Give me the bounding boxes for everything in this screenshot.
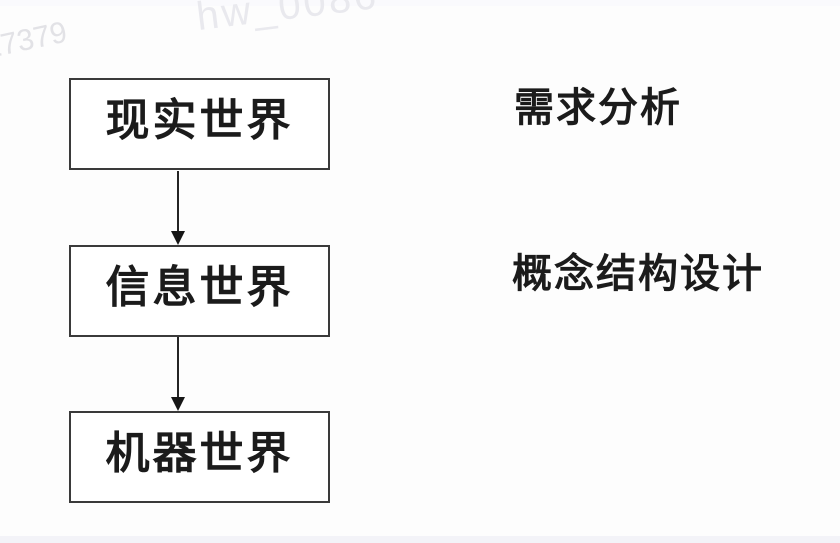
arrow-down-icon <box>170 337 186 411</box>
flow-box-real-world: 现实世界 <box>69 78 330 170</box>
arrow-down-icon <box>170 171 186 245</box>
flow-box-machine-world: 机器世界 <box>69 411 330 503</box>
flow-box-information-world: 信息世界 <box>69 245 330 337</box>
stage-label-requirements-analysis: 需求分析 <box>514 86 682 130</box>
arrow-head <box>171 231 185 245</box>
stage-label-conceptual-structure-design: 概念结构设计 <box>512 252 764 296</box>
arrow-shaft <box>177 171 179 233</box>
flow-box-label: 现实世界 <box>105 96 294 145</box>
watermark-top: hw_0086 <box>193 0 382 40</box>
flow-box-label: 信息世界 <box>105 263 294 312</box>
flow-box-label: 机器世界 <box>105 429 294 478</box>
top-edge-strip <box>0 0 840 6</box>
bottom-edge-strip <box>0 536 840 543</box>
arrow-head <box>171 397 185 411</box>
arrow-shaft <box>177 337 179 399</box>
watermark-left: 17379 <box>0 15 70 66</box>
